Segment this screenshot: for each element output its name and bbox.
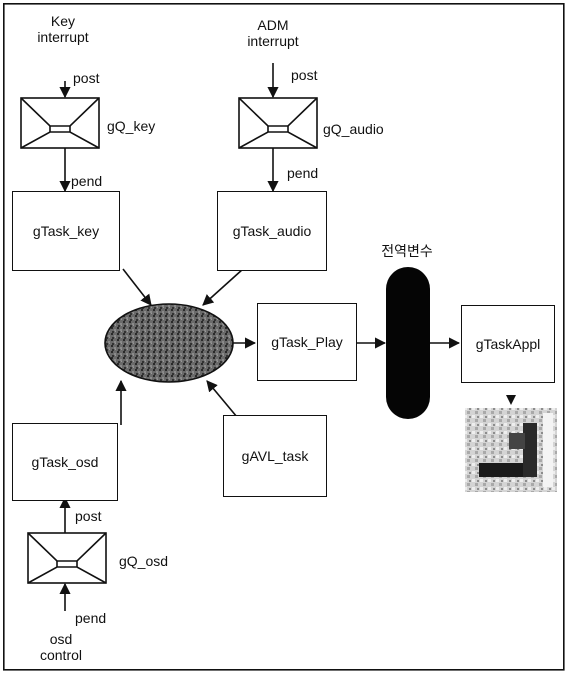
queue-audio-envelope [239,98,317,148]
key-source-line2: interrupt [37,29,88,45]
queue-key-envelope [21,98,99,148]
queue-osd-envelope [28,533,106,583]
play-event-ellipse [105,304,233,382]
task-osd-label: gTask_osd [32,454,99,470]
adm-source-label: ADM interrupt [247,17,298,49]
osd-source-line2: control [40,647,82,663]
osd-source-line1: osd [40,631,82,647]
audio-pend-label: pend [287,165,318,181]
adm-source-line1: ADM [247,17,298,33]
task-osd-box: gTask_osd [12,423,118,501]
queue-osd-name: gQ_osd [119,553,168,569]
osd-source-label: osd control [40,631,82,663]
task-avl-box: gAVL_task [223,415,327,497]
task-avl-label: gAVL_task [242,448,309,464]
task-play-box: gTask_Play [257,303,357,381]
arrow-avl-to-event [207,381,237,417]
queue-audio-name: gQ_audio [323,121,384,137]
key-pend-label: pend [71,173,102,189]
audio-post-label: post [291,67,317,83]
task-audio-label: gTask_audio [233,223,312,239]
arrow-to-photo [506,395,516,405]
arrow-taskaudio-to-event [203,269,243,305]
osd-post-label: post [75,508,101,524]
task-key-label: gTask_key [33,223,99,239]
task-appl-label: gTaskAppl [476,336,541,352]
key-source-line1: Key [37,13,88,29]
task-key-box: gTask_key [12,191,120,271]
task-audio-box: gTask_audio [217,191,327,271]
key-post-label: post [73,70,99,86]
globals-label: 전역변수 [381,243,433,259]
osd-pend-label: pend [75,610,106,626]
task-appl-box: gTaskAppl [461,305,555,383]
arrow-taskkey-to-event [123,269,151,305]
key-source-label: Key interrupt [37,13,88,45]
appl-photo-image [465,408,557,492]
diagram-frame: Key interrupt ADM interrupt osd control … [3,3,565,671]
adm-source-line2: interrupt [247,33,298,49]
task-play-label: gTask_Play [271,334,343,350]
queue-key-name: gQ_key [107,118,155,134]
globals-pill [386,267,430,419]
